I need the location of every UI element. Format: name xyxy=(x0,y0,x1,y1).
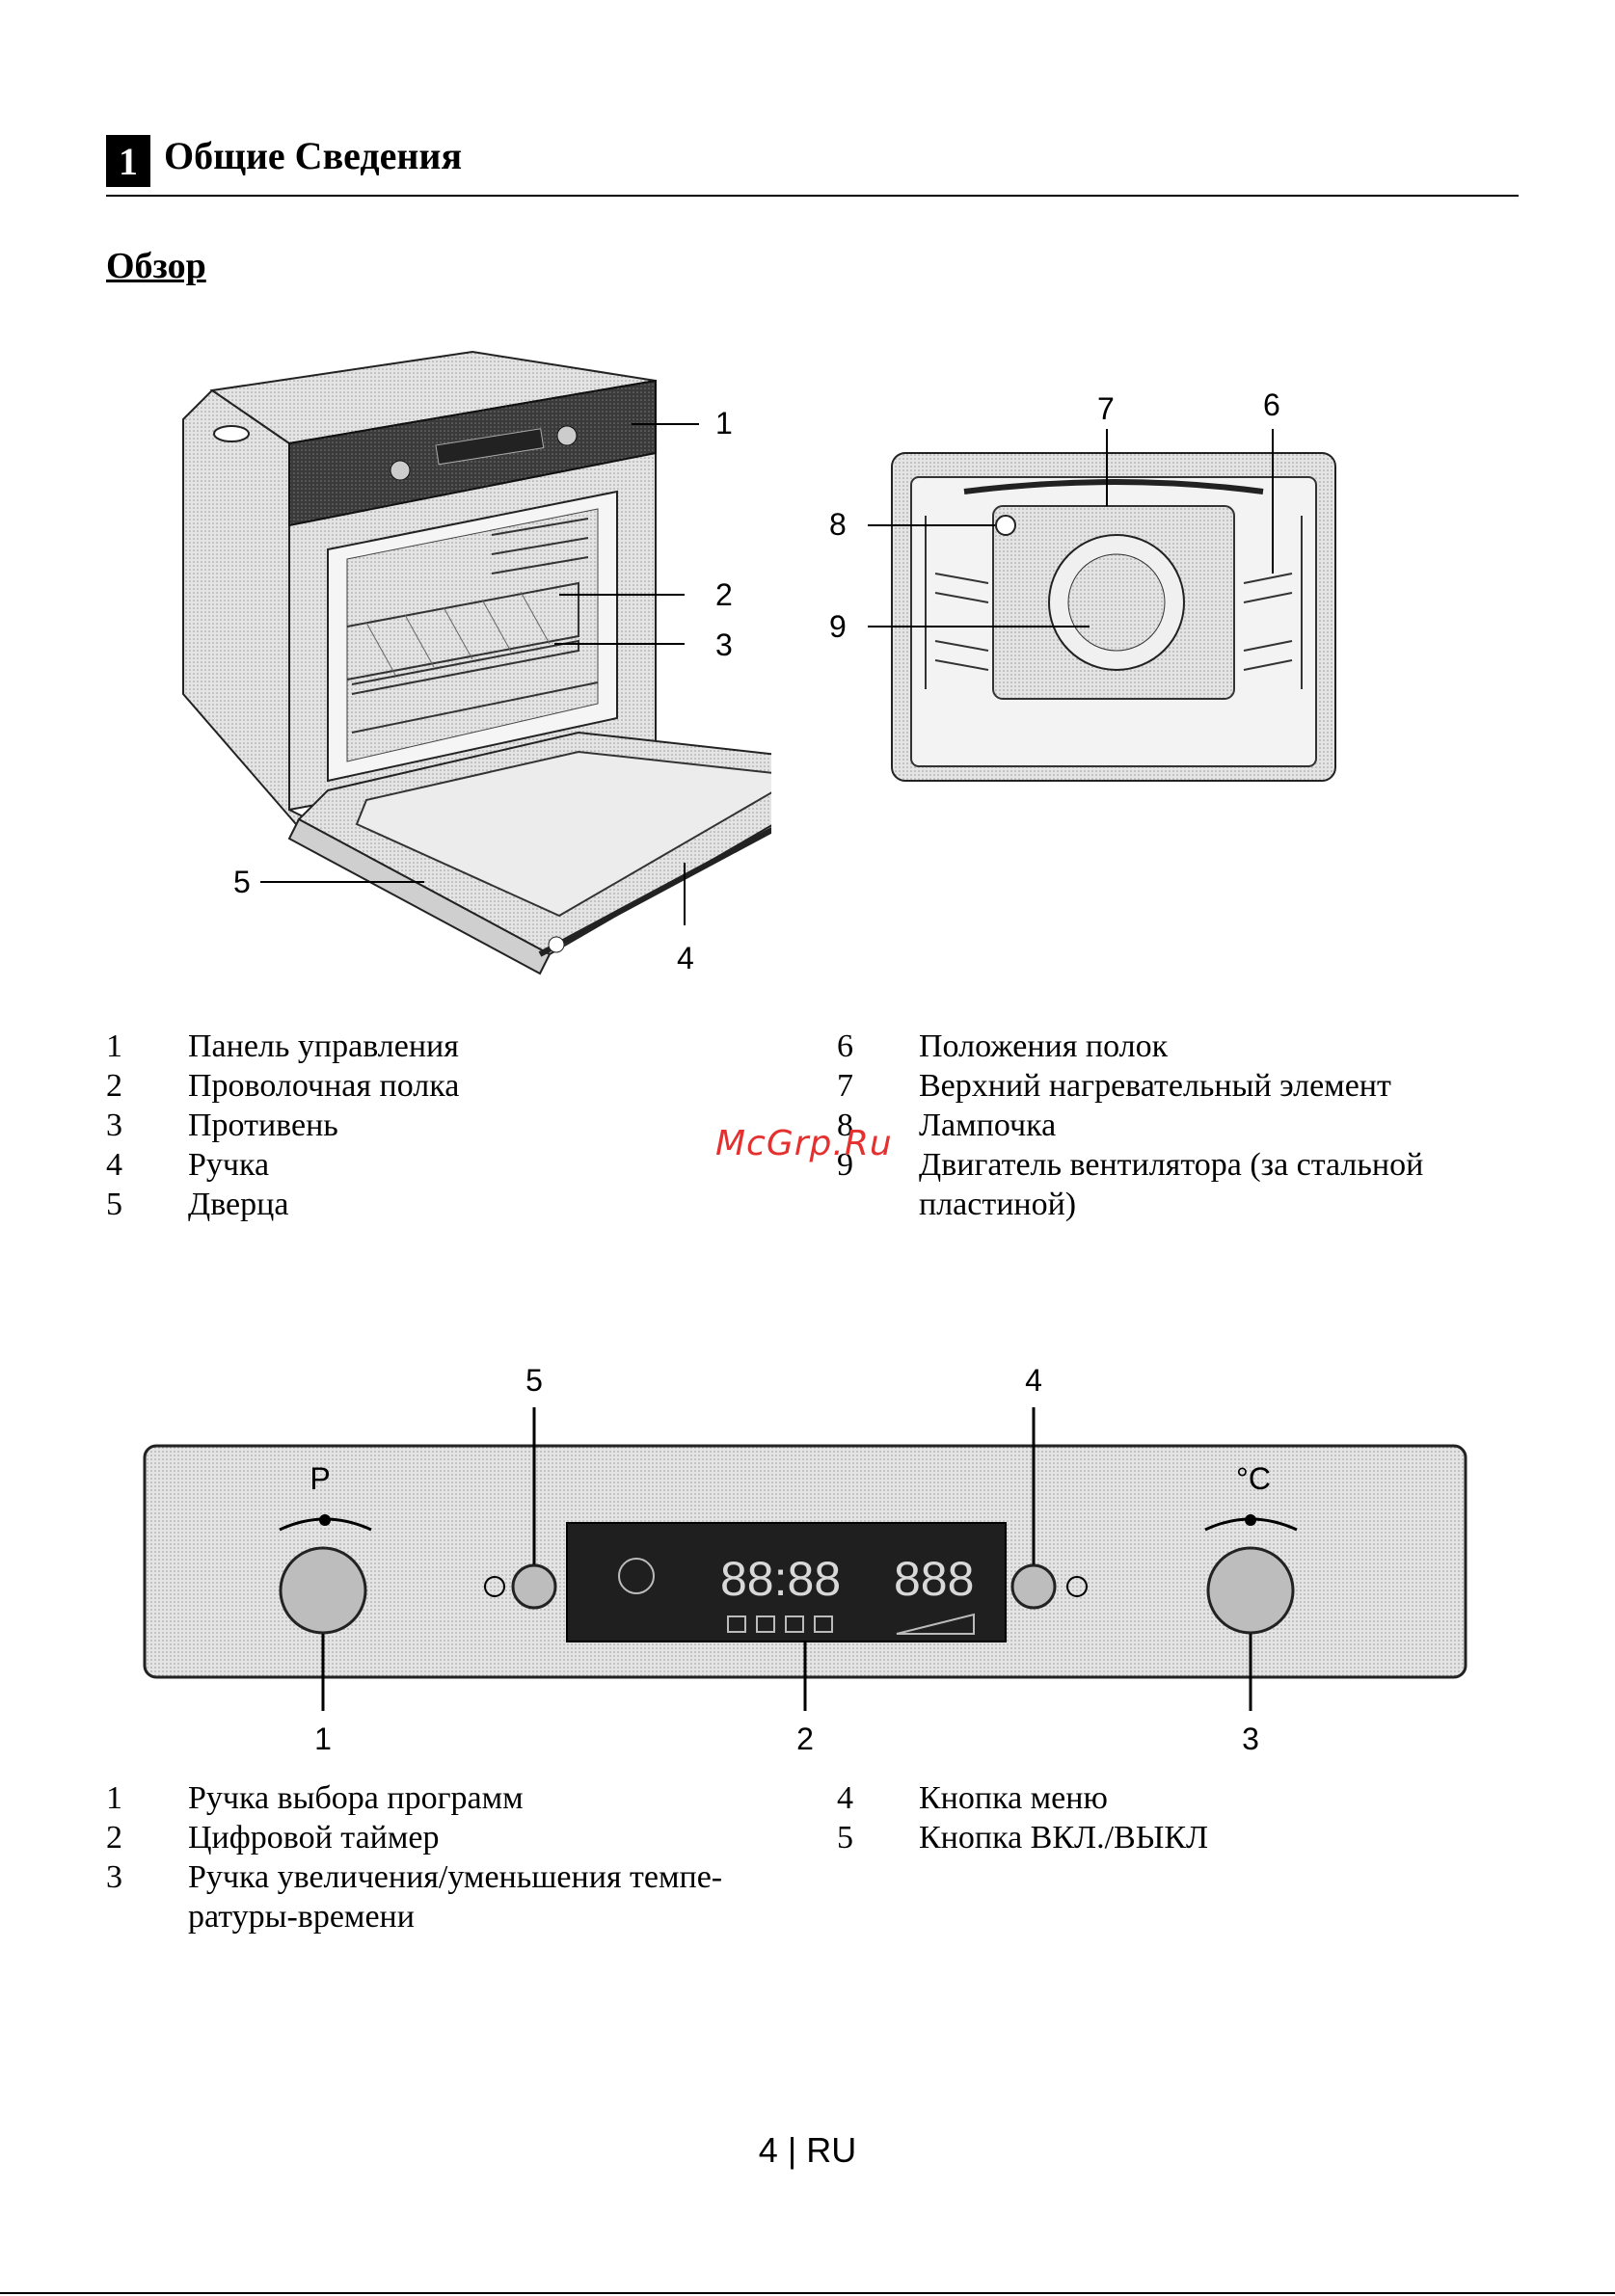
temperature-knob xyxy=(1206,1546,1295,1635)
menu-button xyxy=(1010,1563,1057,1610)
oven-illustration: 1 2 3 4 5 xyxy=(182,350,771,975)
panel-callout-5: 5 xyxy=(525,1363,543,1398)
footer-separator: | xyxy=(787,2130,797,2170)
panel-callout-3: 3 xyxy=(1242,1722,1259,1756)
page-footer: 4 | RU xyxy=(0,2130,1615,2171)
power-button xyxy=(511,1563,557,1610)
cavity-callout-9: 9 xyxy=(829,609,847,644)
bottom-rule xyxy=(0,2292,1615,2294)
oven-callout-4: 4 xyxy=(677,941,694,975)
page-number: 4 xyxy=(758,2130,778,2170)
oven-callout-2: 2 xyxy=(715,577,733,612)
display-time: 88:88 xyxy=(720,1552,841,1606)
control-panel-illustration: P 88:88 888 °C 5 4 1 2 3 xyxy=(143,1363,1467,1756)
oven-callout-3: 3 xyxy=(715,627,733,662)
oven-callout-1: 1 xyxy=(715,406,733,441)
page-language: RU xyxy=(806,2130,857,2170)
temperature-knob-label: °C xyxy=(1236,1461,1271,1496)
cavity-callout-7: 7 xyxy=(1097,391,1115,426)
panel-callout-2: 2 xyxy=(796,1722,814,1756)
display-temp: 888 xyxy=(894,1552,974,1606)
clock-icon xyxy=(1066,1576,1088,1597)
watermark: McGrp.Ru xyxy=(715,1124,893,1163)
cavity-callout-8: 8 xyxy=(829,507,847,542)
fan-icon xyxy=(618,1558,655,1594)
program-knob xyxy=(279,1546,367,1635)
oven-cavity-illustration: 7 6 8 9 xyxy=(829,387,1336,782)
section-title: Общие Сведения xyxy=(164,134,463,177)
power-icon xyxy=(484,1576,505,1597)
program-knob-label: P xyxy=(310,1461,330,1496)
panel-callout-4: 4 xyxy=(1025,1363,1042,1398)
header-rule xyxy=(106,195,1519,197)
panel-callout-1: 1 xyxy=(314,1722,332,1756)
subsection-title: Обзор xyxy=(106,246,206,286)
oven-callout-5: 5 xyxy=(233,865,251,899)
section-number: 1 xyxy=(106,135,150,187)
cavity-callout-6: 6 xyxy=(1263,387,1280,422)
